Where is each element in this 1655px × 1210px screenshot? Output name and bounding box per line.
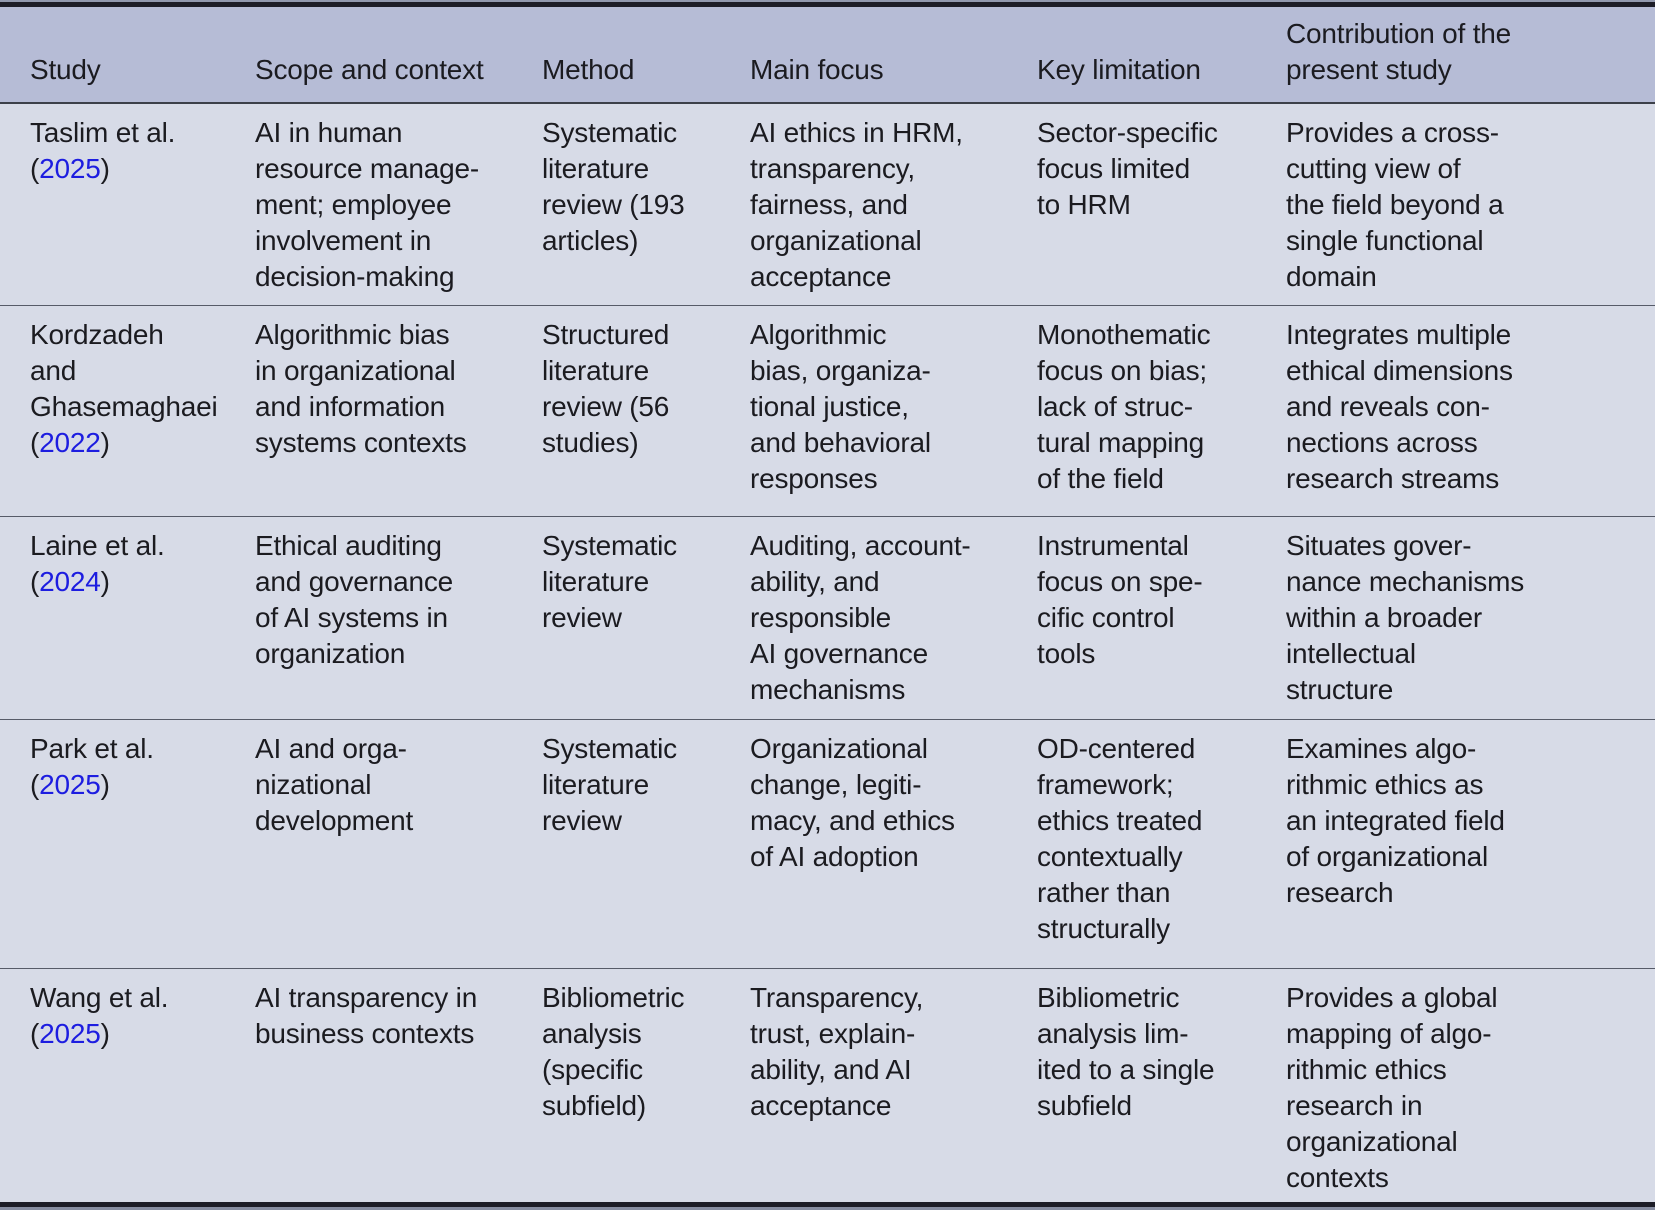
method-cell: Systematic literature review bbox=[542, 718, 750, 969]
method-cell: Structured literature review (56 studies… bbox=[542, 305, 750, 517]
column-header-scope: Scope and context bbox=[255, 7, 542, 104]
table-top-rule bbox=[0, 2, 1655, 7]
method-cell: Systematic literature review (193 articl… bbox=[542, 102, 750, 306]
study-cell: Taslim et al.(2025) bbox=[0, 102, 255, 306]
column-header-contribution: Contribution of the present study bbox=[1286, 7, 1655, 104]
study-name: Park et al. bbox=[30, 732, 154, 764]
limitation-cell: Bibliometric analysis lim- ited to a sin… bbox=[1037, 967, 1286, 1202]
scope-cell: AI transparency in business contexts bbox=[255, 967, 542, 1202]
column-header-main-focus: Main focus bbox=[750, 7, 1037, 104]
table-row: Taslim et al.(2025)AI in human resource … bbox=[0, 102, 1655, 306]
table-row: Park et al.(2025)AI and orga- nizational… bbox=[0, 718, 1655, 969]
contribution-cell: Integrates multiple ethical dimensions a… bbox=[1286, 305, 1655, 517]
table-body: Taslim et al.(2025)AI in human resource … bbox=[0, 102, 1655, 1202]
study-name: Wang et al. bbox=[30, 981, 169, 1013]
paren-open: ( bbox=[30, 153, 40, 184]
focus-cell: Organizational change, legiti- macy, and… bbox=[750, 718, 1037, 969]
study-name: Taslim et al. bbox=[30, 117, 176, 148]
limitation-cell: OD-centered framework; ethics treated co… bbox=[1037, 718, 1286, 969]
study-year-link[interactable]: 2025 bbox=[39, 153, 101, 184]
paren-close: ) bbox=[100, 427, 110, 459]
paren-open: ( bbox=[30, 427, 40, 459]
table-bottom-edge bbox=[0, 1207, 1655, 1210]
table-top-edge bbox=[0, 0, 1655, 2]
paren-close: ) bbox=[100, 153, 110, 184]
study-year-link[interactable]: 2024 bbox=[39, 566, 101, 597]
contribution-cell: Provides a cross- cutting view of the fi… bbox=[1286, 102, 1655, 306]
table-header: Study Scope and context Method Main focu… bbox=[0, 7, 1655, 104]
table-row: Laine et al.(2024)Ethical auditing and g… bbox=[0, 516, 1655, 720]
study-cell: Laine et al.(2024) bbox=[0, 516, 255, 720]
study-year-link[interactable]: 2025 bbox=[39, 1017, 101, 1049]
limitation-cell: Instrumental focus on spe- cific control… bbox=[1037, 516, 1286, 720]
focus-cell: Auditing, account- ability, and responsi… bbox=[750, 516, 1037, 720]
study-cell: Park et al.(2025) bbox=[0, 718, 255, 969]
method-cell: Systematic literature review bbox=[542, 516, 750, 720]
paren-close: ) bbox=[100, 566, 110, 597]
study-year-link[interactable]: 2022 bbox=[39, 427, 101, 459]
study-cell: Wang et al.(2025) bbox=[0, 967, 255, 1202]
study-year: (2022) bbox=[30, 425, 231, 461]
column-header-key-limitation: Key limitation bbox=[1037, 7, 1286, 104]
table-bottom-rule bbox=[0, 1202, 1655, 1207]
study-year: (2025) bbox=[30, 151, 231, 187]
literature-review-table: Study Scope and context Method Main focu… bbox=[0, 7, 1655, 1202]
study-name: Kordzadeh and Ghasemaghaei bbox=[30, 319, 218, 423]
table-row: Kordzadeh and Ghasemaghaei(2022)Algorith… bbox=[0, 305, 1655, 517]
study-year: (2024) bbox=[30, 564, 231, 600]
scope-cell: AI and orga- nizational development bbox=[255, 718, 542, 969]
study-year-link[interactable]: 2025 bbox=[39, 768, 101, 800]
table-row: Wang et al.(2025)AI transparency in busi… bbox=[0, 967, 1655, 1202]
header-row: Study Scope and context Method Main focu… bbox=[0, 7, 1655, 104]
study-cell: Kordzadeh and Ghasemaghaei(2022) bbox=[0, 305, 255, 517]
column-header-study: Study bbox=[0, 7, 255, 104]
contribution-cell: Situates gover- nance mechanisms within … bbox=[1286, 516, 1655, 720]
focus-cell: Transparency, trust, explain- ability, a… bbox=[750, 967, 1037, 1202]
scope-cell: AI in human resource manage- ment; emplo… bbox=[255, 102, 542, 306]
focus-cell: Algorithmic bias, organiza- tional justi… bbox=[750, 305, 1037, 517]
contribution-cell: Examines algo- rithmic ethics as an inte… bbox=[1286, 718, 1655, 969]
paren-open: ( bbox=[30, 1017, 40, 1049]
limitation-cell: Monothematic focus on bias; lack of stru… bbox=[1037, 305, 1286, 517]
study-name: Laine et al. bbox=[30, 530, 165, 561]
method-cell: Bibliometric analysis (specific subfield… bbox=[542, 967, 750, 1202]
paren-open: ( bbox=[30, 768, 40, 800]
study-year: (2025) bbox=[30, 767, 231, 803]
limitation-cell: Sector-specific focus limited to HRM bbox=[1037, 102, 1286, 306]
scope-cell: Ethical auditing and governance of AI sy… bbox=[255, 516, 542, 720]
contribution-cell: Provides a global mapping of algo- rithm… bbox=[1286, 967, 1655, 1202]
paren-close: ) bbox=[100, 768, 110, 800]
focus-cell: AI ethics in HRM, transparency, fairness… bbox=[750, 102, 1037, 306]
paren-close: ) bbox=[100, 1017, 110, 1049]
scope-cell: Algorithmic bias in organizational and i… bbox=[255, 305, 542, 517]
column-header-method: Method bbox=[542, 7, 750, 104]
study-year: (2025) bbox=[30, 1016, 231, 1052]
paren-open: ( bbox=[30, 566, 40, 597]
